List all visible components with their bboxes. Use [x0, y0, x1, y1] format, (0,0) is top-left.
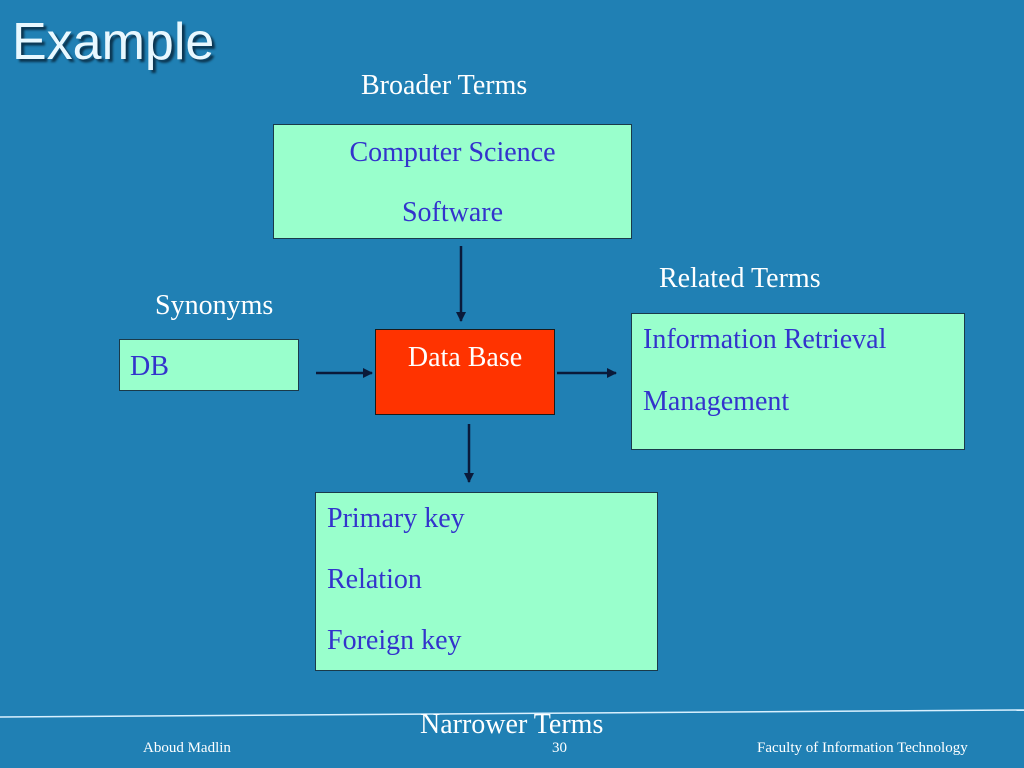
related-term-management: Management — [643, 386, 790, 417]
footer-faculty: Faculty of Information Technology — [757, 740, 968, 756]
narrower-term-foreign-key: Foreign key — [327, 625, 462, 656]
broader-term-software: Software — [401, 197, 504, 228]
data-base-box: Data Base — [375, 329, 555, 415]
synonyms-label: Synonyms — [155, 290, 274, 321]
broader-term-computer-science: Computer Science — [349, 137, 556, 168]
narrower-terms-box: Primary key Relation Foreign key — [315, 492, 658, 671]
synonyms-box: DB — [119, 339, 299, 391]
narrower-terms-label: Narrower Terms — [420, 709, 604, 740]
broader-terms-label: Broader Terms — [361, 70, 528, 101]
footer-author: Aboud Madlin — [143, 740, 231, 756]
footer-page-number: 30 — [552, 740, 567, 756]
related-terms-label: Related Terms — [659, 263, 821, 294]
synonym-db: DB — [130, 351, 169, 382]
broader-terms-box: Computer Science Software — [273, 124, 632, 239]
narrower-term-primary-key: Primary key — [327, 503, 465, 534]
data-base-label: Data Base — [407, 342, 523, 373]
footer-divider — [0, 709, 1024, 718]
narrower-term-relation: Relation — [327, 564, 422, 595]
related-terms-box: Information Retrieval Management — [631, 313, 965, 450]
related-term-information-retrieval: Information Retrieval — [643, 324, 887, 355]
slide-title: Example — [12, 13, 215, 71]
